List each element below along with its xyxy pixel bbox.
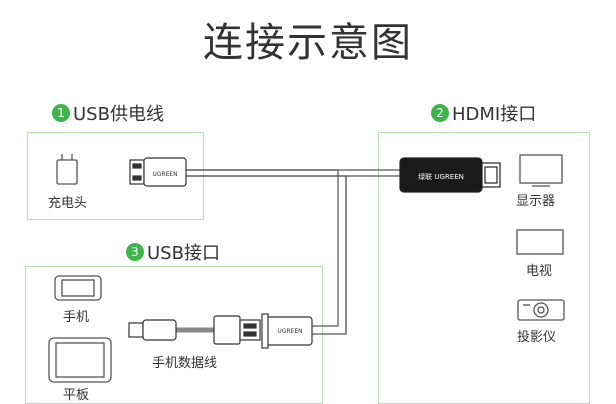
tv-icon — [516, 229, 564, 255]
hdmi-connector — [399, 157, 501, 193]
hdmi-brand-text: 绿联 UGREEN — [418, 172, 464, 181]
phone-cable-plugs — [128, 315, 261, 345]
cable-lines — [176, 169, 400, 335]
number-badge: 3 — [126, 243, 144, 261]
plug-brand-text: UGREEN — [152, 171, 177, 178]
section-label-text: HDMI接口 — [452, 104, 537, 125]
caption-monitor: 显示器 — [516, 194, 556, 209]
section-label-text: USB供电线 — [73, 104, 164, 125]
section-label-usb-port: 3 USB接口 — [126, 239, 220, 265]
caption-charger: 充电头 — [48, 196, 88, 211]
monitor-icon — [519, 154, 563, 187]
caption-tv: 电视 — [526, 264, 553, 279]
tablet-icon — [48, 337, 112, 383]
number-badge: 2 — [431, 104, 449, 122]
caption-phone-cable: 手机数据线 — [152, 356, 218, 371]
caption-phone: 手机 — [63, 310, 90, 325]
caption-projector: 投影仪 — [517, 330, 557, 345]
usb-power-plug — [129, 157, 187, 187]
section-label-hdmi: 2 HDMI接口 — [431, 100, 536, 126]
cable-usb-port — [186, 169, 339, 327]
caption-tablet: 平板 — [63, 388, 90, 403]
number-badge: 1 — [52, 104, 70, 122]
usb-adapter — [261, 313, 313, 349]
projector-icon — [517, 299, 565, 321]
phone-icon — [54, 275, 102, 301]
page-title: 连接示意图 — [203, 20, 413, 66]
section-label-usb-power: 1 USB供电线 — [52, 100, 164, 126]
charger-icon — [56, 154, 78, 185]
section-label-text: USB接口 — [147, 243, 220, 264]
adapter-brand-text: UGREEN — [277, 328, 302, 335]
cable-usb-port-outer — [186, 175, 347, 335]
